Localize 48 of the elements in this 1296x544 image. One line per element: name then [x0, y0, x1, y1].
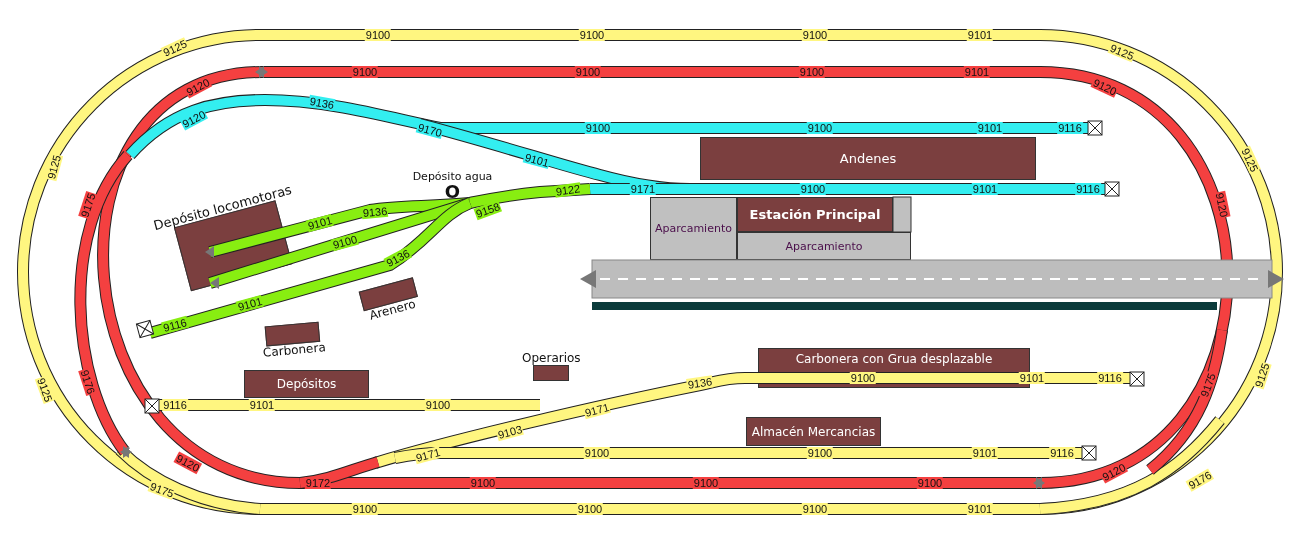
track-piece-number: 9101 — [963, 66, 991, 78]
building-label: Carbonera con Grua desplazable — [795, 352, 993, 366]
building-label: Depósito agua — [412, 170, 493, 183]
track-piece-number: 9100 — [351, 66, 379, 78]
track-piece-number: 9100 — [574, 66, 602, 78]
track-piece-number: 9100 — [798, 66, 826, 78]
building-label: Estación Principal — [749, 207, 881, 222]
track-piece-number: 9100 — [364, 29, 392, 41]
track-piece-number: 9116 — [161, 315, 189, 335]
building-label: Almacén Mercancias — [751, 424, 876, 439]
building-label: Operarios — [522, 352, 581, 365]
track-piece-number: 9100 — [583, 447, 611, 459]
track-piece-number: 9101 — [971, 447, 999, 459]
track-piece-number: 9101 — [966, 503, 994, 515]
track-piece-number: 9172 — [304, 477, 332, 489]
building-label: Andenes — [839, 151, 897, 166]
track-piece-number: 9116 — [1075, 183, 1101, 195]
track-piece-number: 9101 — [966, 29, 994, 41]
track-piece-number: 9122 — [554, 182, 582, 198]
track-piece-number: 9100 — [692, 477, 720, 489]
track-piece-number: 9116 — [1057, 122, 1083, 134]
track-piece-number: 9136 — [686, 375, 714, 391]
track-piece-number: 9101 — [1018, 372, 1046, 384]
building-label: Carbonera — [262, 341, 327, 360]
track-piece-number: 9100 — [330, 232, 360, 252]
track-piece-number: 9100 — [584, 122, 612, 134]
water-tank-mark: O — [444, 183, 461, 201]
building-label: Depósitos — [276, 377, 337, 391]
track-piece-number: 9100 — [849, 372, 877, 384]
track-piece-number: 9100 — [799, 183, 827, 195]
track-piece-number: 9116 — [1097, 372, 1123, 384]
building-label: Arenero — [368, 297, 418, 323]
track-piece-number: 9116 — [162, 399, 188, 411]
track-piece-number: 9116 — [1049, 447, 1075, 459]
building-label: Aparcamiento — [655, 222, 732, 235]
track-piece-number: 9100 — [351, 503, 379, 515]
track-piece-number: 9100 — [576, 503, 604, 515]
track-piece-number: 9100 — [801, 503, 829, 515]
track-piece-number: 9100 — [469, 477, 497, 489]
track-piece-number: 9171 — [629, 183, 657, 195]
track-piece-number: 9101 — [305, 213, 335, 233]
track-piece-number: 9100 — [578, 29, 606, 41]
track-piece-number: 9100 — [916, 477, 944, 489]
track-piece-number: 9101 — [235, 294, 265, 314]
track-piece-number: 9176 — [1185, 468, 1215, 492]
track-piece-number: 9100 — [424, 399, 452, 411]
track-piece-number: 9100 — [801, 29, 829, 41]
building-label: Aparcamiento — [785, 239, 863, 253]
